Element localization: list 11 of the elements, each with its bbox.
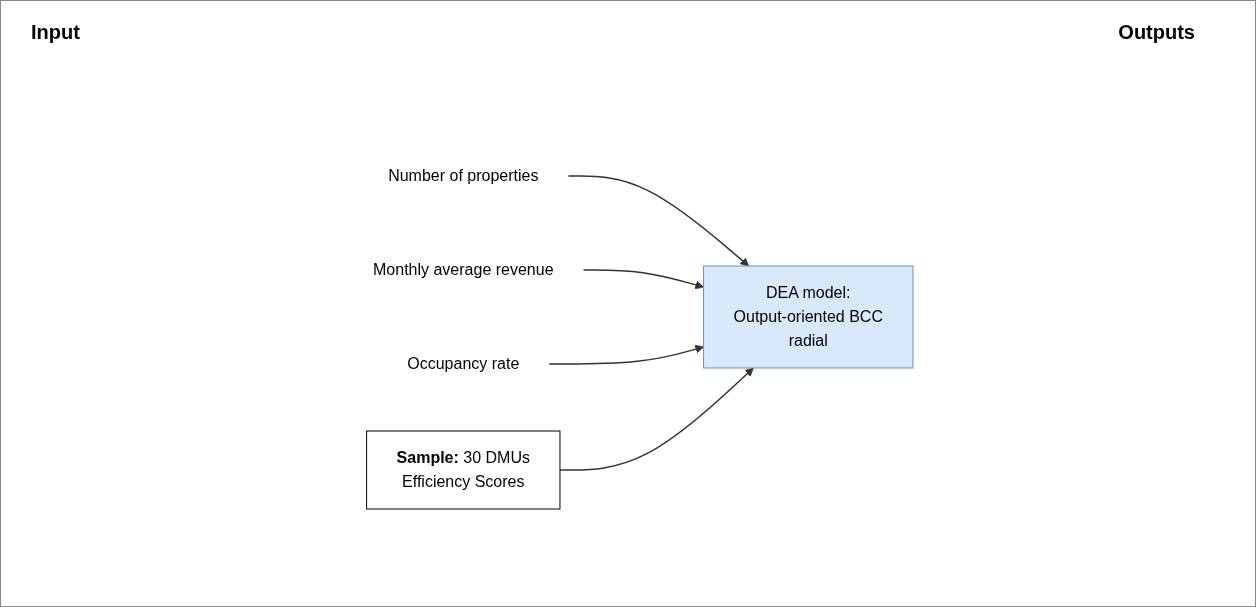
section-heading: Outputs [1118,21,1195,44]
section-heading: Input [31,21,80,44]
arrow [559,367,754,471]
node-text: Occupancy rate [407,354,520,372]
node-text: Monthly average revenue [373,260,554,278]
node-box: Sample: 30 DMUs Efficiency Scores [366,430,561,509]
node-text: Number of properties [388,166,539,184]
arrow [567,174,750,266]
node-box: DEA model: Output-oriented BCC radial [703,265,914,368]
arrow [548,344,704,365]
arrow [582,268,704,289]
